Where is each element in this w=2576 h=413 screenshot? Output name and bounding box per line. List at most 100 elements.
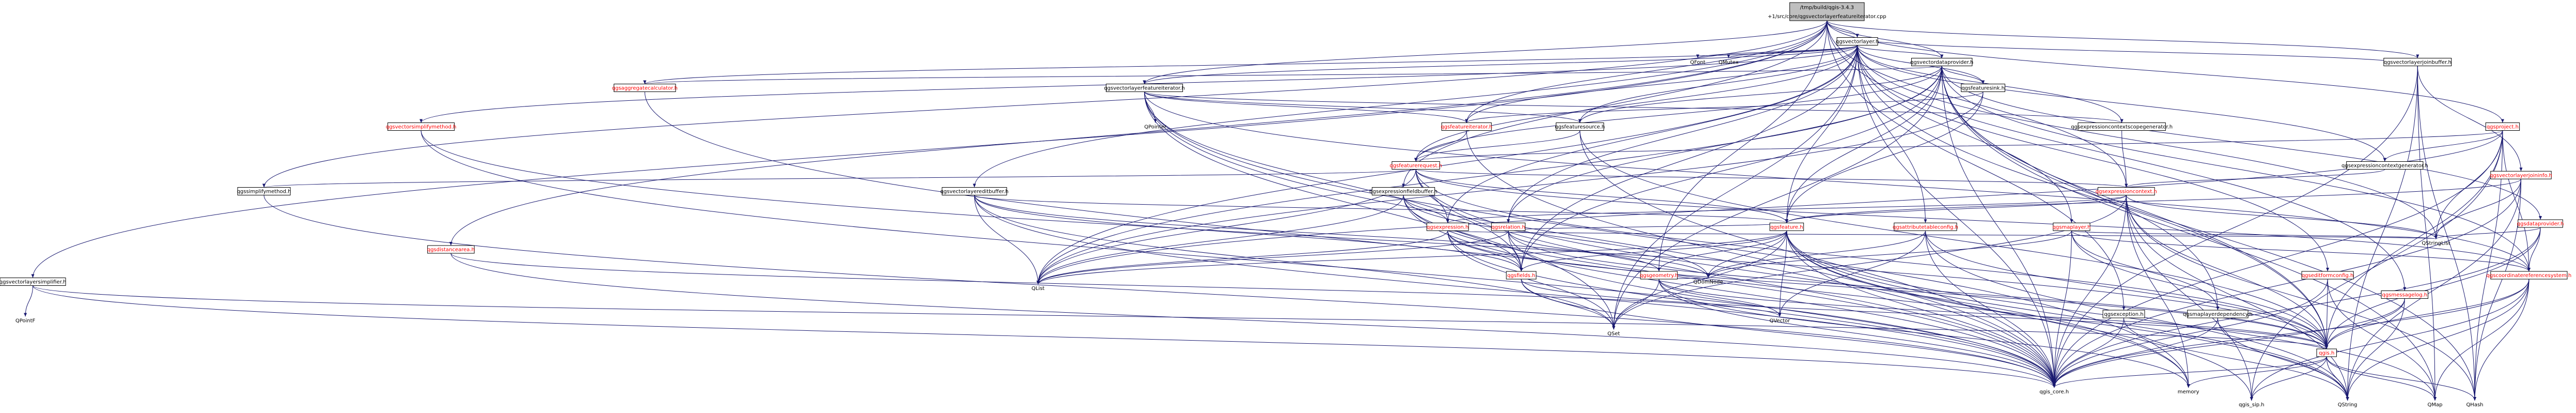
node-label: QMutex bbox=[1719, 60, 1739, 66]
dependency-edge bbox=[263, 169, 1416, 188]
node-qgsmaplayer-h[interactable]: qgsmaplayer.h bbox=[2053, 222, 2091, 231]
node-qgsfeaturerequest-h[interactable]: qgsfeaturerequest.h bbox=[1390, 161, 1442, 170]
dependency-edge bbox=[1580, 45, 1858, 123]
node-qgsvectorsimplifymethod-h[interactable]: qgsvectorsimplifymethod.h bbox=[386, 123, 457, 131]
node-qgsvectorlayerjoininfo-h[interactable]: qgsvectorlayerjoininfo.h bbox=[2490, 171, 2552, 179]
node-qgsvectordataprovider-h[interactable]: qgsvectordataprovider.h bbox=[1910, 58, 1973, 66]
node-qgssimplifymethod-h[interactable]: qgssimplifymethod.h bbox=[237, 187, 291, 195]
edge-arrowhead bbox=[31, 274, 35, 278]
node-label: qgsexpressionfieldbuffer.h bbox=[1369, 189, 1438, 195]
edge-arrowhead bbox=[1446, 219, 1449, 223]
node-qgsdataprovider-h[interactable]: qgsdataprovider.h bbox=[2517, 219, 2564, 228]
node-label: qgsexpressioncontext.h bbox=[2096, 189, 2157, 195]
node-qgsfeaturesink-h[interactable]: qgsfeaturesink.h bbox=[1961, 84, 2005, 92]
node-qgsproject-h[interactable]: qgsproject.h bbox=[2485, 123, 2520, 131]
dependency-edge bbox=[2251, 130, 2503, 401]
node-qgsfeature-h[interactable]: qgsfeature.h bbox=[1769, 222, 1804, 231]
dependency-edge bbox=[2417, 66, 2436, 401]
dependency-edge bbox=[2071, 231, 2530, 272]
node-qgsfields-h[interactable]: qgsfields.h bbox=[1506, 271, 1537, 280]
edge-arrowhead bbox=[2052, 384, 2056, 388]
dependency-edge bbox=[1786, 66, 1942, 223]
dependency-edge bbox=[1786, 231, 2348, 401]
node-qgsattributetableconfig-h[interactable]: qgsattributetableconfig.h bbox=[1893, 222, 1958, 231]
dependency-edge bbox=[1580, 66, 1942, 123]
edge-arrowhead bbox=[1981, 80, 1985, 84]
node-qgsmessagelog-h[interactable]: qgsmessagelog.h bbox=[2381, 290, 2429, 299]
dependency-edge bbox=[1415, 169, 2127, 188]
node-box bbox=[2346, 161, 2424, 170]
node-box bbox=[1506, 271, 1537, 280]
dependency-edge bbox=[1659, 279, 2055, 388]
dependency-edge bbox=[2054, 227, 2541, 388]
edge-arrowhead bbox=[643, 80, 647, 84]
dependency-edge bbox=[2502, 130, 2530, 272]
node-qgsrelation-h[interactable]: qgsrelation.h bbox=[1491, 222, 1526, 231]
node-label: QFont bbox=[1690, 60, 1706, 66]
node-qgis-h[interactable]: qgis.h bbox=[2316, 348, 2337, 357]
node-qgseditformconfig-h[interactable]: qgseditformconfig.h bbox=[2301, 271, 2354, 280]
node-qgis-sip-h: qgis_sip.h bbox=[2239, 402, 2265, 408]
dependency-edge bbox=[974, 195, 1660, 272]
node-qgsvectorlayerjoinbuffer2-h[interactable]: qgsvectorlayerjoinbuffer.h bbox=[2383, 58, 2452, 66]
dependency-edge bbox=[263, 195, 2055, 388]
node-label: qgsfeaturesource.h bbox=[1555, 125, 1605, 130]
node-qgsdistancearea-h[interactable]: qgsdistancearea.h bbox=[427, 245, 475, 254]
dependency-edge bbox=[2251, 279, 2530, 401]
node-qdomnode: QDomNode bbox=[1693, 280, 1723, 285]
dependency-edge bbox=[1786, 231, 2055, 388]
node-label: qgsvectorlayerjoinbuffer.h bbox=[2384, 60, 2452, 66]
node-label: QSet bbox=[1607, 331, 1620, 337]
edge-arrowhead bbox=[1706, 274, 1710, 278]
dependency-edge bbox=[1508, 222, 1787, 231]
dependency-edge bbox=[1941, 66, 2530, 272]
node-qgsgeometry-h[interactable]: qgsgeometry.h bbox=[1640, 271, 1678, 280]
node-qgsexpressioncontextscopegenerator-h[interactable]: qgsexpressioncontextscopegenerator.h bbox=[2071, 123, 2173, 131]
node-box bbox=[387, 123, 455, 131]
dependency-edge bbox=[2054, 279, 2328, 388]
dependency-edge bbox=[1826, 20, 2127, 188]
node-qgsvectorlayereditbuffer-h[interactable]: qgsvectorlayereditbuffer.h bbox=[940, 187, 1008, 195]
edge-arrowhead bbox=[1940, 54, 1944, 58]
dependency-edge bbox=[2251, 356, 2327, 401]
edge-arrowhead bbox=[1612, 326, 1616, 330]
dependency-edge bbox=[1415, 169, 1448, 223]
dependency-edge bbox=[2188, 356, 2327, 388]
dependency-edge bbox=[2326, 227, 2541, 349]
edges-layer bbox=[24, 20, 2542, 401]
edge-arrowhead bbox=[419, 119, 423, 123]
node-qgsvectorlayersimplifier-h[interactable]: qgsvectorlayersimplifier.h bbox=[0, 278, 66, 286]
node-label: qgsattributetableconfig.h bbox=[1893, 224, 1958, 230]
dependency-edge bbox=[1613, 279, 1660, 330]
dependency-edge bbox=[1613, 66, 1942, 330]
edge-arrowhead bbox=[1520, 268, 1523, 271]
node-qgsfeatureiterator-h[interactable]: qgsfeatureiterator.h bbox=[1441, 123, 1492, 131]
dependency-edge bbox=[2054, 231, 2072, 388]
node-qgsexception-h[interactable]: qgsexception.h bbox=[2102, 310, 2145, 318]
node-qgsexpressionfieldbuffer-h[interactable]: qgsexpressionfieldbuffer.h bbox=[1369, 187, 1438, 195]
node-qgsvectorlayerfeatureiterator-h[interactable]: qgsvectorlayerfeatureiterator.h bbox=[1104, 84, 1185, 92]
dependency-edge bbox=[1708, 231, 2072, 278]
dependency-edge bbox=[1415, 45, 1858, 162]
node-box bbox=[2102, 310, 2145, 318]
dependency-edge bbox=[1415, 169, 2055, 388]
node-box bbox=[942, 187, 1007, 195]
node-box bbox=[1105, 84, 1183, 92]
node-qgscoordinatereferencesystem-h[interactable]: qgscoordinatereferencesystem.h bbox=[2487, 271, 2572, 280]
node-label: qgsdistancearea.h bbox=[427, 247, 475, 253]
node-qgsvectorlayer-h[interactable]: qgsvectorlayer.h bbox=[1836, 37, 1879, 45]
edge-arrowhead bbox=[1785, 219, 1788, 223]
dependency-edge bbox=[2054, 298, 2405, 388]
node-qgsexpression-h[interactable]: qgsexpression.h bbox=[1426, 222, 1469, 231]
dependency-edge bbox=[1144, 91, 2189, 388]
node-qgsaggregatecalculator-h[interactable]: qgsaggregatecalculator.h bbox=[612, 84, 678, 92]
node-qgsexpressioncontext-h[interactable]: qgsexpressioncontext.h bbox=[2096, 187, 2157, 195]
node-box bbox=[614, 84, 676, 92]
dependency-edge bbox=[1038, 45, 1858, 285]
node-qgsexpressioncontextgenerator-h[interactable]: qgsexpressioncontextgenerator.h bbox=[2341, 161, 2428, 170]
node-qgsmaplayerdependency-h[interactable]: qgsmaplayerdependency.h bbox=[2183, 310, 2253, 318]
node-box bbox=[427, 245, 475, 254]
node-label: qgsmaplayer.h bbox=[2053, 224, 2091, 230]
node-qgsfeaturesource-h[interactable]: qgsfeaturesource.h bbox=[1555, 123, 1605, 131]
node-qlist: QList bbox=[1032, 286, 1044, 292]
